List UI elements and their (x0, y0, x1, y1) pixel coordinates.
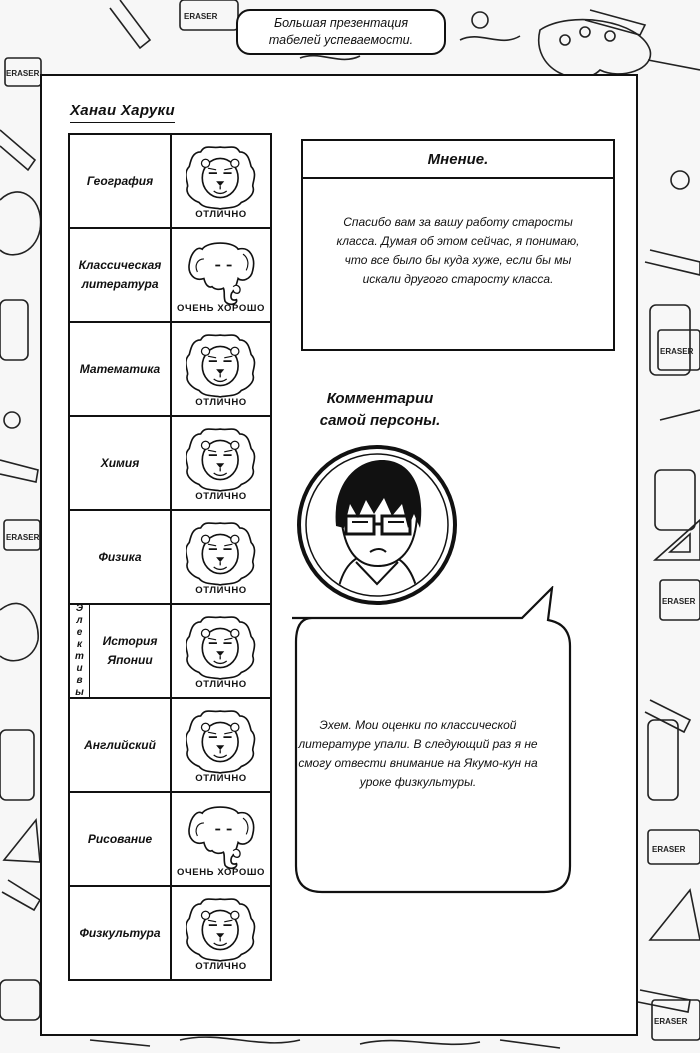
grade-label: ОТЛИЧНО (195, 396, 247, 408)
elephant-icon (188, 805, 255, 869)
subject-name: Физика (98, 549, 142, 564)
lion-icon (186, 897, 256, 962)
subject-cell: Физкультура (70, 887, 172, 979)
subject-cell: География (70, 135, 172, 227)
comments-heading-line: самой персоны. (319, 412, 441, 429)
subject-name: Химия (100, 455, 140, 470)
opinion-text: Спасибо вам за вашу работу старосты клас… (336, 215, 580, 286)
subject-name: История Японии (102, 634, 158, 667)
grade-stamp: ОТЛИЧНО (172, 699, 270, 791)
grade-label: ОТЛИЧНО (195, 208, 247, 220)
grade-stamp: ОТЛИЧНО (172, 887, 270, 979)
grade-label: ОЧЕНЬ ХОРОШО (177, 866, 265, 878)
comments-heading: Комментарии самой персоны. (300, 388, 460, 432)
opinion-heading: Мнение. (303, 141, 613, 179)
subject-name: Физкультура (79, 925, 161, 940)
grade-label: ОТЛИЧНО (195, 960, 247, 972)
eraser-label: ERASER (184, 12, 218, 21)
student-portrait (297, 445, 457, 605)
lion-icon (186, 615, 256, 680)
grade-stamp: ОЧЕНЬ ХОРОШО (172, 793, 270, 885)
speech-bubble (292, 586, 572, 894)
eraser-label: ERASER (654, 1017, 688, 1026)
grade-stamp: ОТЛИЧНО (172, 323, 270, 415)
student-name: Ханаи Харуки (70, 102, 175, 123)
subject-cell: Классическая литература (70, 229, 172, 321)
eraser-label: ERASER (6, 69, 40, 78)
lion-icon (186, 145, 256, 210)
grade-label: ОТЛИЧНО (195, 584, 247, 596)
title-line: табелей успеваемости. (268, 33, 414, 47)
lion-icon (186, 709, 256, 774)
lion-icon (186, 427, 256, 492)
subject-cell: Химия (70, 417, 172, 509)
subject-name: Английский (84, 737, 156, 752)
subject-cell: Английский (70, 699, 172, 791)
eraser-label: ERASER (652, 845, 686, 854)
subject-cell: Физика (70, 511, 172, 603)
eraser-label: ERASER (6, 533, 40, 542)
elephant-icon (188, 241, 255, 305)
grade-label: ОТЛИЧНО (195, 678, 247, 690)
grade-label: ОТЛИЧНО (195, 490, 247, 502)
grade-stamp: ОТЛИЧНО (172, 417, 270, 509)
self-comment-text: Эхем. Мои оценки по классической литерат… (298, 718, 538, 789)
grade-label: ОЧЕНЬ ХОРОШО (177, 302, 265, 314)
eraser-label: ERASER (660, 347, 694, 356)
subject-cell: Математика (70, 323, 172, 415)
subject-cell: Рисование (70, 793, 172, 885)
subject-name: Классическая литература (78, 258, 162, 291)
comments-heading-line: Комментарии (326, 390, 434, 407)
grade-stamp: ОЧЕНЬ ХОРОШО (172, 229, 270, 321)
page-title: Большая презентация табелей успеваемости… (236, 9, 446, 55)
eraser-label: ERASER (662, 597, 696, 606)
title-line: Большая презентация (273, 16, 409, 30)
grade-stamp: ОТЛИЧНО (172, 605, 270, 697)
grade-stamp: ОТЛИЧНО (172, 511, 270, 603)
grade-label: ОТЛИЧНО (195, 772, 247, 784)
opinion-box: Мнение. Спасибо вам за вашу работу старо… (301, 139, 615, 351)
lion-icon (186, 333, 256, 398)
subject-name: География (86, 173, 154, 188)
grade-stamp: ОТЛИЧНО (172, 135, 270, 227)
subject-name: Рисование (87, 831, 153, 846)
subject-name: Математика (79, 361, 161, 376)
lion-icon (186, 521, 256, 586)
